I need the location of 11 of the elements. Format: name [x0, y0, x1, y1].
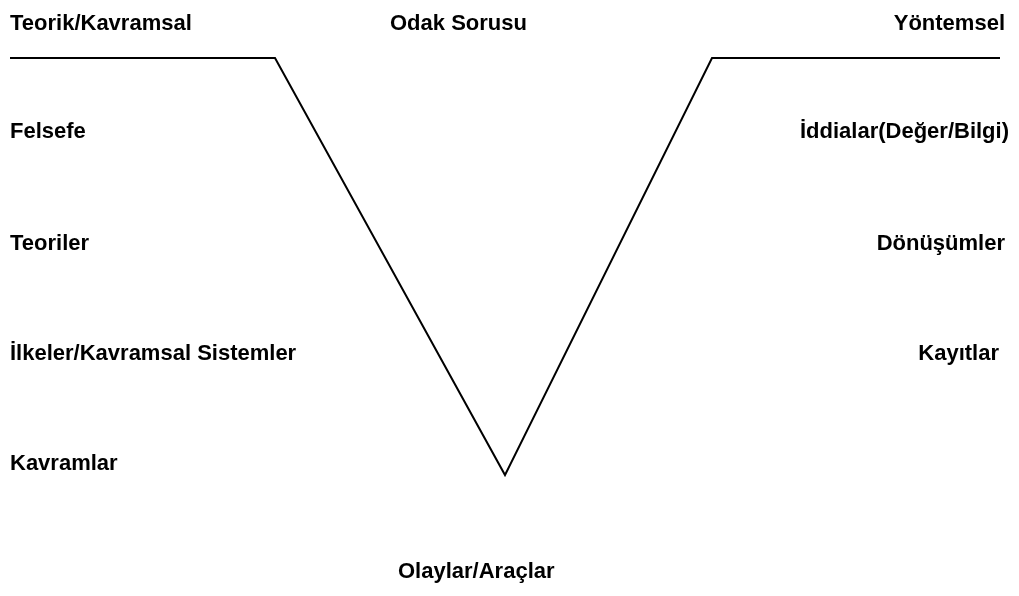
category-label: Teoriler	[10, 230, 90, 256]
category-label: Kayıtlar	[918, 340, 999, 366]
category-label: İddialar(Değer/Bilgi)	[799, 118, 1009, 144]
heading-label: Odak Sorusu	[390, 10, 527, 36]
category-label: Olaylar/Araçlar	[398, 558, 555, 584]
heading-label: Teorik/Kavramsal	[10, 10, 192, 36]
category-label: İlkeler/Kavramsal Sistemler	[10, 340, 297, 366]
category-label: Dönüşümler	[876, 230, 1005, 256]
category-label: Kavramlar	[10, 450, 118, 476]
category-label: Felsefe	[10, 118, 86, 144]
heading-label: Yöntemsel	[893, 10, 1005, 36]
